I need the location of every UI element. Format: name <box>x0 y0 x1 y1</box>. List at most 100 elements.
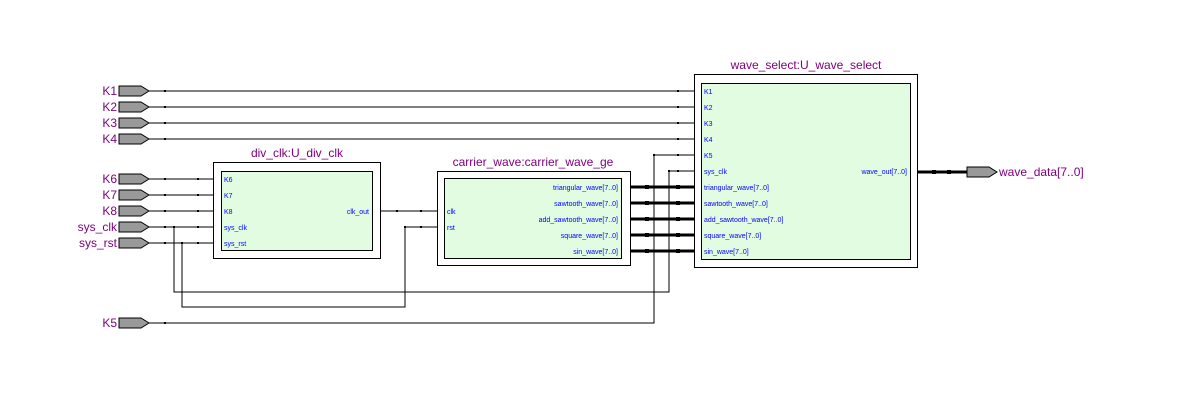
junction-dot <box>645 201 649 205</box>
input-pin-shape <box>118 133 150 145</box>
port-in: square_wave[7..0] <box>704 233 761 240</box>
junction-dot <box>164 138 166 140</box>
block-title: carrier_wave:carrier_wave_ge <box>453 155 614 169</box>
port-in: sin_wave[7..0] <box>704 249 749 256</box>
junction-dot <box>645 217 649 221</box>
input-pin-shape <box>118 189 150 201</box>
wires <box>149 90 967 324</box>
port-out: sin_wave[7..0] <box>573 249 618 256</box>
input-pin-K8: K8 <box>102 204 150 218</box>
port-in: K1 <box>704 89 713 96</box>
input-pin-K4: K4 <box>102 132 150 146</box>
junction-dot <box>653 154 655 156</box>
port-in: K4 <box>704 137 713 144</box>
junction-dot <box>677 122 679 124</box>
input-pin-label: K5 <box>102 316 117 330</box>
wire-K5 <box>149 154 694 324</box>
port-in: triangular_wave[7..0] <box>704 185 769 192</box>
junction-dot <box>645 249 649 253</box>
port-out: triangular_wave[7..0] <box>553 185 618 192</box>
input-pin-shape <box>118 237 150 249</box>
port-in: K5 <box>704 153 713 160</box>
input-pin-K2: K2 <box>102 100 150 114</box>
port-out: square_wave[7..0] <box>561 233 618 240</box>
junction-dot <box>676 185 680 189</box>
junction-dot <box>164 90 166 92</box>
output-pin-wave-data: wave_data[7..0] <box>966 165 1084 179</box>
junction-dot <box>396 210 398 212</box>
block-wave-select: wave_select:U_wave_selectK1K2K3K4K5sys_c… <box>694 58 918 268</box>
port-in: sys_clk <box>224 225 247 232</box>
junction-dot <box>677 138 679 140</box>
port-in: K8 <box>224 209 233 216</box>
port-in: sawtooth_wave[7..0] <box>704 201 768 208</box>
junction-dot <box>668 170 670 172</box>
input-pin-sys_clk: sys_clk <box>78 220 150 234</box>
junction-dot <box>164 106 166 108</box>
input-pin-K7: K7 <box>102 188 150 202</box>
port-out: wave_out[7..0] <box>860 169 907 176</box>
port-in: clk <box>447 209 456 216</box>
input-pin-K5: K5 <box>102 316 150 330</box>
input-pin-shape <box>118 205 150 217</box>
port-out: clk_out <box>347 209 369 216</box>
input-pin-label: sys_clk <box>78 220 118 234</box>
junction-dot <box>164 178 166 180</box>
junction-dot <box>676 201 680 205</box>
port-in: rst <box>447 225 455 232</box>
junction-dot <box>197 242 199 244</box>
junction-dot <box>677 106 679 108</box>
block-body <box>444 178 622 259</box>
junction-dot <box>645 233 649 237</box>
block-title: div_clk:U_div_clk <box>251 146 344 160</box>
wire-sys-rst-branch <box>181 226 437 308</box>
input-pin-shape <box>118 85 150 97</box>
junction-dot <box>677 90 679 92</box>
junction-dot <box>676 217 680 221</box>
junction-dot <box>932 170 936 174</box>
port-in: sys_clk <box>704 169 727 176</box>
junction-dot <box>645 185 649 189</box>
junction-dot <box>420 210 422 212</box>
block-title: wave_select:U_wave_select <box>730 58 882 72</box>
port-in: K2 <box>704 105 713 112</box>
port-out: add_sawtooth_wave[7..0] <box>539 217 618 224</box>
block-body <box>701 83 911 260</box>
input-pin-label: K8 <box>102 204 117 218</box>
input-pin-label: K3 <box>102 116 117 130</box>
junction-dot <box>164 322 166 324</box>
junction-dot <box>173 226 175 228</box>
output-pin-shape <box>966 166 998 178</box>
junction-dot <box>181 242 183 244</box>
junction-dot <box>197 178 199 180</box>
port-in: add_sawtooth_wave[7..0] <box>704 217 783 224</box>
junction-dot <box>676 249 680 253</box>
input-pin-K1: K1 <box>102 84 150 98</box>
input-pin-shape <box>118 117 150 129</box>
junction-dot <box>197 226 199 228</box>
input-pin-sys_rst: sys_rst <box>79 236 150 250</box>
input-pin-label: K1 <box>102 84 117 98</box>
junction-dot <box>197 210 199 212</box>
input-pin-shape <box>118 101 150 113</box>
port-in: K7 <box>224 193 233 200</box>
block-body <box>221 171 373 251</box>
junction-dot <box>164 210 166 212</box>
junction-dot <box>420 226 422 228</box>
input-pin-label: K4 <box>102 132 117 146</box>
junction-dot <box>164 242 166 244</box>
junction-dot <box>164 194 166 196</box>
junction-dot <box>197 194 199 196</box>
input-pin-label: K6 <box>102 172 117 186</box>
input-pin-label: K2 <box>102 100 117 114</box>
junction-dot <box>404 226 406 228</box>
input-pin-shape <box>118 173 150 185</box>
port-in: K6 <box>224 177 233 184</box>
output-pin-label: wave_data[7..0] <box>998 165 1084 179</box>
input-pin-label: sys_rst <box>79 236 118 250</box>
port-out: sawtooth_wave[7..0] <box>554 201 618 208</box>
junction-dot <box>947 170 951 174</box>
junction-dot <box>164 122 166 124</box>
